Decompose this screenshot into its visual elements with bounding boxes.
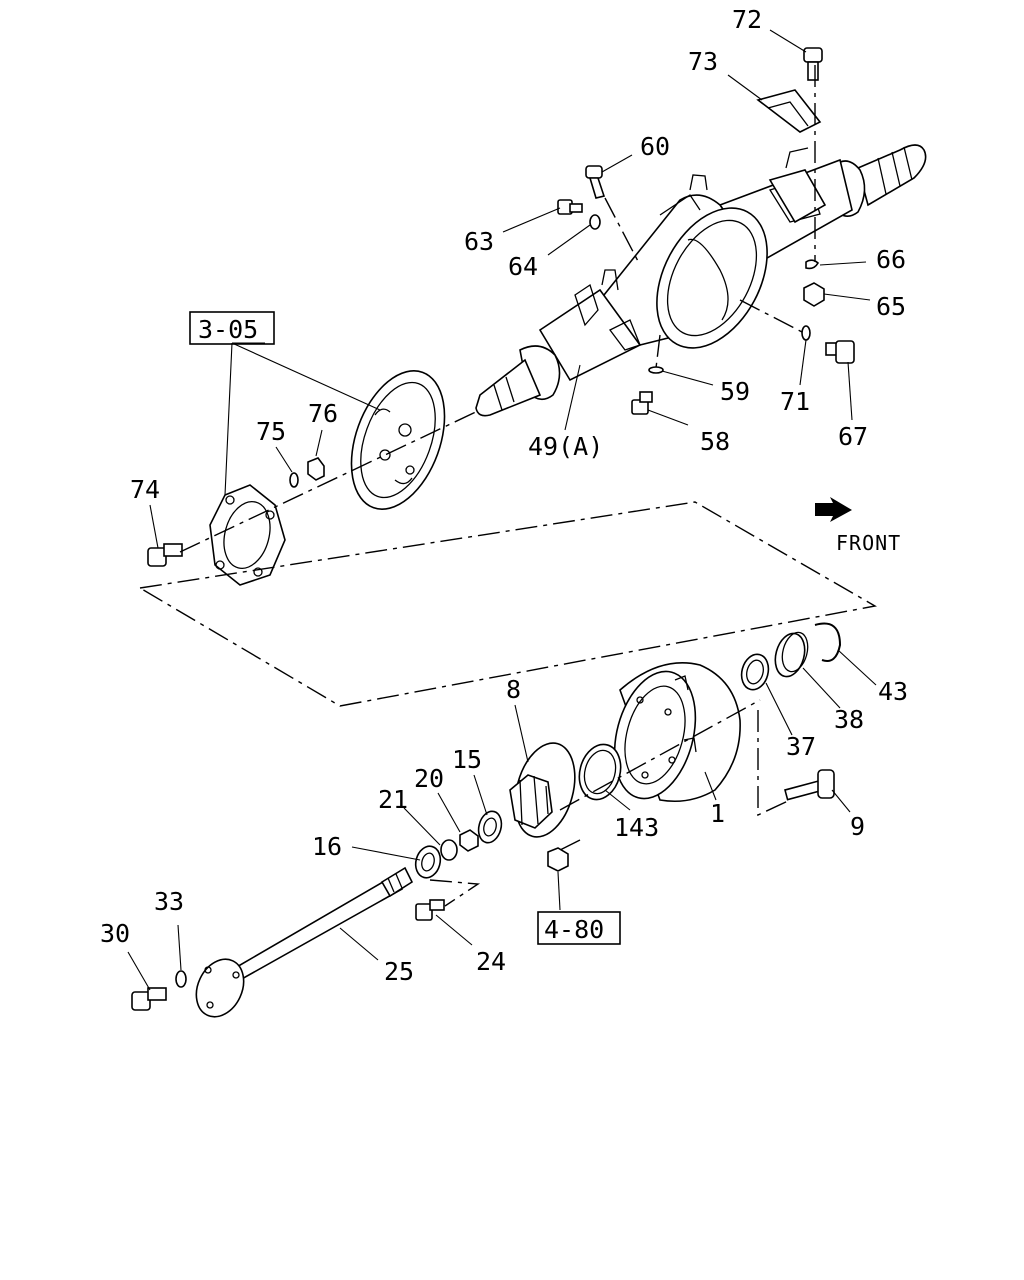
axle-housing	[475, 144, 927, 417]
callout-37: 37	[786, 732, 816, 761]
callout-71: 71	[780, 387, 810, 416]
callout-76: 76	[308, 399, 338, 428]
callout-65: 65	[876, 292, 906, 321]
nut-480	[547, 847, 569, 872]
callout-66: 66	[876, 245, 906, 274]
bolt-72	[803, 47, 823, 81]
callout-75: 75	[256, 417, 286, 446]
nut-65	[803, 282, 825, 307]
reference-box-4-80	[537, 911, 621, 945]
front-direction-label: FRONT	[836, 531, 901, 555]
axle-shaft-25	[195, 866, 414, 1018]
callout-60: 60	[640, 132, 670, 161]
reference-box-3-05	[189, 311, 275, 345]
callout-8: 8	[506, 675, 521, 704]
bolt-9	[784, 769, 835, 801]
washer-64	[589, 214, 601, 230]
callout-24: 24	[476, 947, 506, 976]
washer-75	[289, 472, 299, 488]
bearing-15	[477, 810, 503, 844]
nut-16	[414, 845, 442, 879]
brake-backing-plate	[350, 370, 446, 510]
callout-38: 38	[834, 705, 864, 734]
callout-72: 72	[732, 5, 762, 34]
bolt-24	[415, 899, 445, 921]
part-callouts: 72 73 60 63 64 66 65 59 71 67 58 49(A) 7…	[100, 5, 908, 986]
bracket-73	[756, 89, 822, 133]
center-lines	[137, 65, 877, 907]
leader-lines	[127, 29, 877, 991]
hub-flange	[209, 484, 286, 586]
snap-ring-43	[814, 622, 842, 662]
callout-15: 15	[452, 745, 482, 774]
brake-drum-1	[613, 662, 741, 803]
callout-9: 9	[850, 812, 865, 841]
callout-43: 43	[878, 677, 908, 706]
washer-20	[459, 829, 479, 852]
callout-143: 143	[614, 813, 659, 842]
wheel-hub-8	[509, 742, 576, 838]
callout-74: 74	[130, 475, 160, 504]
callout-59: 59	[720, 377, 750, 406]
bolt-67	[825, 340, 855, 364]
bolt-58	[631, 391, 653, 415]
callout-63: 63	[464, 227, 494, 256]
callout-16: 16	[312, 832, 342, 861]
reference-label-4-80: 4-80	[544, 915, 604, 944]
reference-label-3-05: 3-05	[198, 315, 258, 344]
callout-30: 30	[100, 919, 130, 948]
bolt-30	[131, 987, 167, 1011]
callout-20: 20	[414, 764, 444, 793]
callout-67: 67	[838, 422, 868, 451]
callout-33: 33	[154, 887, 184, 916]
washer-33	[175, 970, 187, 988]
clip-66	[805, 259, 820, 270]
callout-58: 58	[700, 427, 730, 456]
nut-76	[307, 457, 325, 481]
stud-60	[585, 165, 606, 199]
callout-1: 1	[710, 799, 725, 828]
seal-38	[774, 631, 809, 678]
callout-64: 64	[508, 252, 538, 281]
washer-71	[801, 325, 811, 341]
callout-25: 25	[384, 957, 414, 986]
callout-21: 21	[378, 785, 408, 814]
bolt-63	[557, 199, 583, 215]
callout-49a: 49(A)	[528, 432, 603, 461]
bearing-37	[740, 653, 770, 691]
callout-73: 73	[688, 47, 718, 76]
washer-59	[648, 366, 664, 374]
nut-21	[440, 839, 458, 861]
bolt-74	[147, 543, 183, 567]
front-arrow-icon	[815, 497, 852, 522]
